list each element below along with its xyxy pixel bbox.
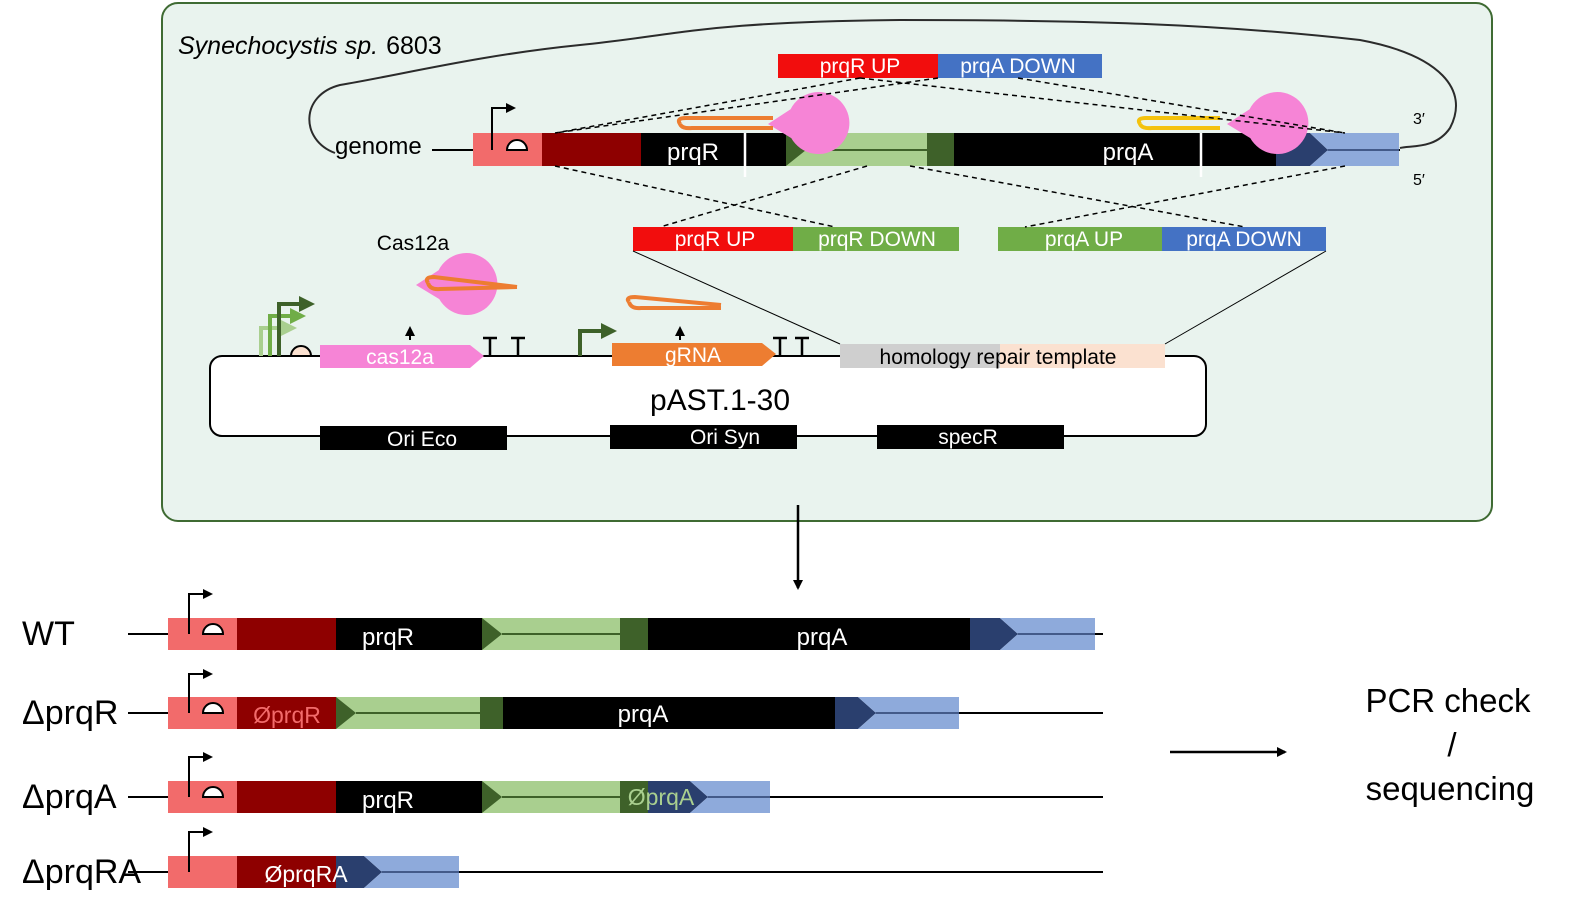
promoter-arrow-icon (188, 752, 213, 797)
template-prqA: prqA UP prqA DOWN (998, 227, 1326, 251)
prqR-gene (641, 133, 786, 166)
deletion-label: ØprqR (253, 702, 321, 728)
prqA-start-region (927, 133, 954, 166)
grna-promoter-arrow-icon (578, 329, 603, 356)
prqA-gene-label: prqA (797, 624, 848, 651)
template-prqR: prqR UP prqR DOWN (633, 227, 959, 251)
crossover-lines-bottom (554, 165, 1346, 228)
rbs-icon (201, 786, 225, 798)
outcome-line-3: sequencing (1366, 770, 1535, 807)
rbs-icon (505, 139, 529, 151)
genome-locus: prqR prqA (473, 103, 1399, 166)
hrt-label: homology repair template (880, 346, 1117, 369)
crrna-icon (1136, 116, 1220, 131)
outcome-line-1: PCR check (1365, 682, 1531, 719)
strain-label-dprqRA: ΔprqRA (22, 853, 141, 891)
dprqRA-locus: ØprqRA (128, 827, 1103, 888)
prqA-gene-label: prqA (1103, 139, 1154, 166)
prqA-gene-label: prqA (618, 701, 669, 728)
hrt-block-left (840, 344, 1000, 368)
strain-label-dprqR: ΔprqR (22, 694, 118, 732)
template-link-left (632, 250, 841, 345)
prqR-gene-label: prqR (667, 139, 719, 166)
prqR-gene-label: prqR (362, 624, 414, 651)
grna-icon (625, 294, 722, 311)
template-up-label: prqR UP (820, 55, 901, 78)
grna-gene (612, 343, 776, 366)
terminator-icon (483, 336, 525, 356)
prqR-gene-label: prqR (362, 787, 414, 814)
promoter-arrow-icon (491, 103, 516, 150)
template-up-label: prqR UP (675, 228, 756, 251)
prqA-gene (954, 133, 1276, 166)
template-down-label: prqA DOWN (1186, 228, 1302, 251)
specr-label: specR (938, 426, 998, 449)
template-link-right (1164, 250, 1327, 345)
deletion-label: ØprqRA (264, 861, 348, 887)
cas12a-gene (320, 345, 484, 368)
rbs-icon (201, 702, 225, 714)
ori-syn-label: Ori Syn (690, 426, 760, 449)
template-down-label: prqA DOWN (960, 55, 1076, 78)
template-prqRA: prqR UP prqA DOWN (778, 54, 1102, 78)
strand-5-label: 5′ (1413, 172, 1425, 189)
grna-promoter-head-icon (601, 323, 617, 339)
cas12a-protein-icon (416, 253, 498, 316)
ori-eco-block (320, 426, 507, 450)
intergenic-arrow-icon (786, 133, 806, 166)
terminator-icon (773, 336, 809, 356)
crossover-lines-top (554, 77, 1346, 134)
cas12a-protein-icon (768, 92, 850, 155)
promoter-arrow-icon (188, 827, 213, 872)
crrna-icon (676, 116, 773, 131)
prqR-upstream-region (542, 133, 641, 166)
wt-locus: prqR prqA (128, 589, 1103, 651)
template-down-label: prqR DOWN (818, 228, 936, 251)
rbs-icon (201, 623, 225, 635)
promoter-arrow-icon (188, 669, 213, 713)
cas12a-protein-icon (1227, 92, 1309, 155)
deletion-label: ØprqA (628, 784, 695, 810)
outcome-line-2: / (1447, 726, 1457, 763)
plasmid-name: pAST.1-30 (650, 384, 790, 417)
dprqA-locus: prqR ØprqA (128, 752, 1103, 814)
template-up-label: prqA UP (1045, 228, 1123, 251)
genome-label: genome (335, 133, 422, 160)
strain-label-dprqA: ΔprqA (22, 778, 117, 816)
rbs-icon (289, 345, 313, 357)
crrna-icon (424, 274, 518, 292)
chromosome-outline (308, 18, 1457, 154)
cas12a-gene-label: cas12a (366, 346, 434, 369)
ori-eco-label: Ori Eco (387, 428, 457, 451)
hrt-block-right (1000, 344, 1165, 368)
cas-protein-label: Cas12a (377, 232, 450, 255)
organism-label: Synechocystis sp.6803 (178, 32, 442, 60)
promoter-cluster-icon (259, 296, 315, 356)
promoter-arrow-icon (188, 589, 213, 634)
ori-syn-block (610, 425, 797, 449)
strain-label-wt: WT (22, 615, 75, 653)
grna-gene-label: gRNA (665, 344, 721, 367)
specr-block (877, 425, 1064, 449)
dprqR-locus: ØprqR prqA (128, 669, 1103, 729)
strand-3-label: 3′ (1413, 111, 1425, 128)
